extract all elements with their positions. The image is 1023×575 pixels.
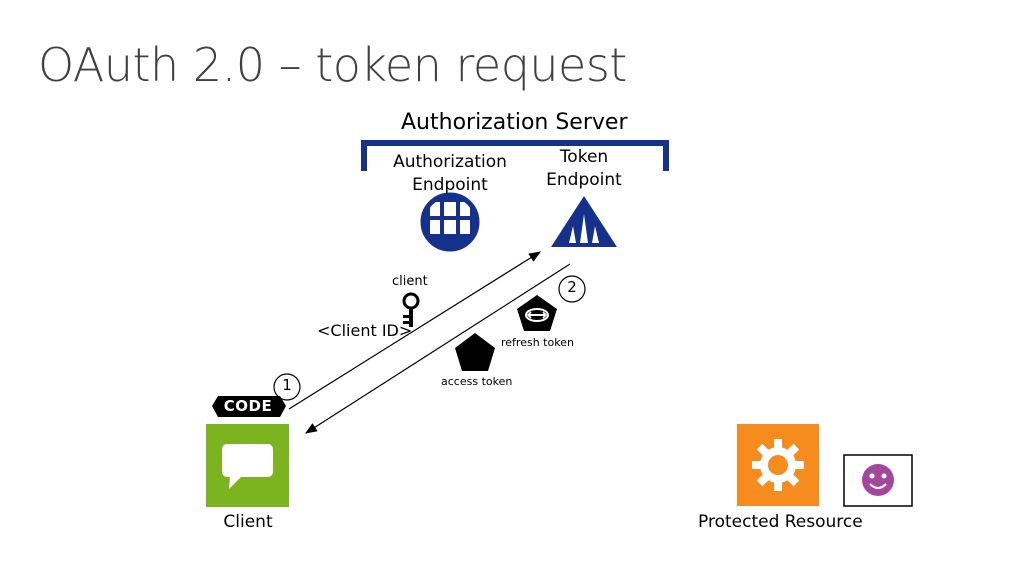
- step-1-circle: [273, 373, 301, 401]
- request-arrow: [288, 251, 542, 410]
- client-id-label: <Client ID>: [317, 321, 413, 340]
- client-key-label: client: [392, 274, 428, 289]
- authorization-endpoint-label: Authorization Endpoint: [384, 151, 516, 197]
- step-1-label: 1: [282, 376, 292, 394]
- protected-resource-label: Protected Resource: [698, 512, 863, 532]
- response-arrow: [304, 263, 571, 434]
- authorization-endpoint-line2: Endpoint: [412, 175, 488, 195]
- step-2-label: 2: [567, 278, 577, 296]
- refresh-token-icon: [517, 295, 557, 331]
- code-badge-shape: [212, 396, 286, 417]
- access-token-label: access token: [441, 375, 513, 388]
- auth-server-title: Authorization Server: [401, 110, 628, 135]
- client-label: Client: [223, 512, 273, 532]
- token-endpoint-line2: Endpoint: [546, 170, 622, 190]
- code-badge-label: CODE: [223, 397, 273, 415]
- token-endpoint-icon: [551, 196, 617, 247]
- auth-server-bracket: [361, 140, 669, 171]
- token-endpoint-line1: Token: [559, 147, 609, 167]
- smiley-icon: [843, 454, 913, 507]
- key-icon: [402, 292, 420, 327]
- client-icon: [206, 424, 289, 507]
- step-2-circle: [558, 275, 586, 303]
- authorization-endpoint-icon: [420, 192, 480, 252]
- token-endpoint-label: Token Endpoint: [528, 146, 640, 192]
- authorization-endpoint-line1: Authorization: [393, 152, 507, 172]
- access-token-icon: [455, 333, 495, 371]
- slide-title: OAuth 2.0 – token request: [38, 38, 627, 92]
- refresh-token-label: refresh token: [501, 336, 574, 349]
- protected-resource-icon: [737, 424, 819, 506]
